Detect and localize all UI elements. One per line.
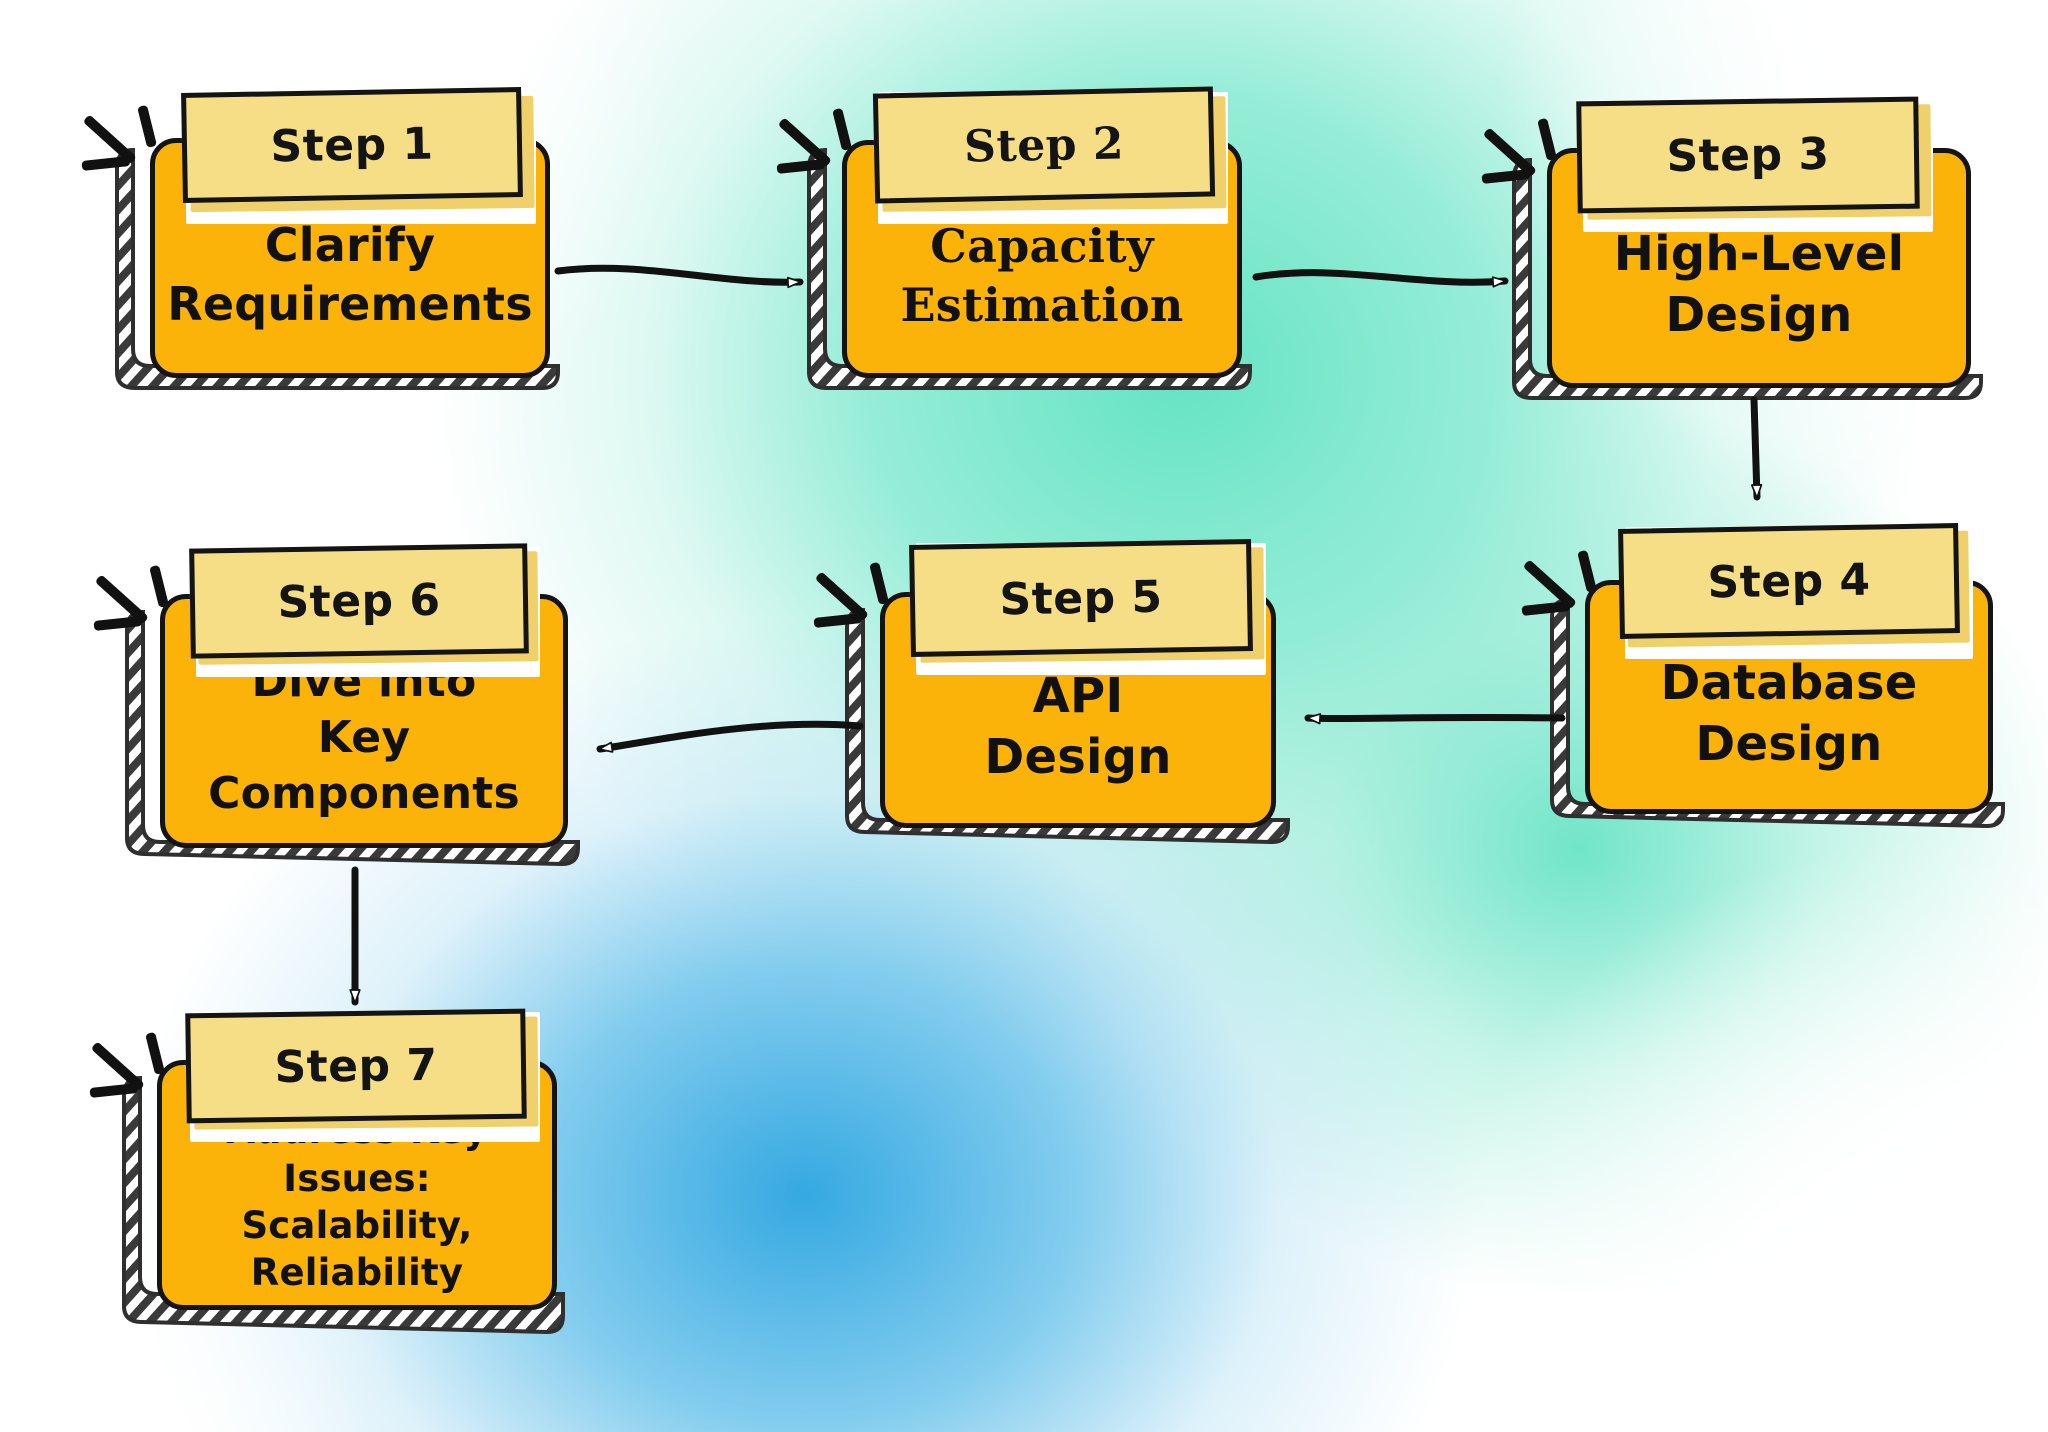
node-step5-label: API Design [984, 667, 1172, 785]
node-step1-tag[interactable]: Step 1 [181, 87, 523, 203]
node-step5-tag-label: Step 5 [999, 571, 1163, 625]
node-step2-tag-label: Step 2 [963, 117, 1125, 173]
node-step5-tag[interactable]: Step 5 [909, 539, 1253, 657]
arrow-step4-step5 [1304, 713, 1566, 725]
node-step6-tag[interactable]: Step 6 [189, 543, 529, 659]
node-step2-label: Capacity Estimation [900, 219, 1184, 332]
node-step3-tag[interactable]: Step 3 [1576, 96, 1920, 214]
node-step7-tag[interactable]: Step 7 [185, 1008, 527, 1124]
node-step3-tag-label: Step 3 [1666, 128, 1830, 182]
node-step3-label: High-Level Design [1613, 225, 1905, 343]
arrow-step5-step6 [596, 720, 864, 753]
node-step2-tag[interactable]: Step 2 [872, 86, 1216, 204]
node-step1-label: Clarify Requirements [167, 218, 533, 331]
arrow-step3-step4 [1750, 396, 1763, 501]
node-step4-label: Database Design [1660, 654, 1918, 772]
node-step7-body[interactable]: Address Key Issues: Scalability, Reliabi… [157, 1060, 557, 1310]
node-step4-tag-label: Step 4 [1707, 554, 1871, 608]
arrow-step2-step3 [1252, 269, 1509, 288]
arrow-group [349, 264, 1763, 1006]
arrow-step1-step2 [554, 264, 804, 289]
node-step6-label: Dive into Key Components [208, 655, 520, 820]
node-step1-tag-label: Step 1 [270, 118, 434, 172]
node-step4-tag[interactable]: Step 4 [1618, 523, 1960, 639]
node-step6-tag-label: Step 6 [277, 574, 441, 628]
node-step7-tag-label: Step 7 [274, 1039, 438, 1093]
